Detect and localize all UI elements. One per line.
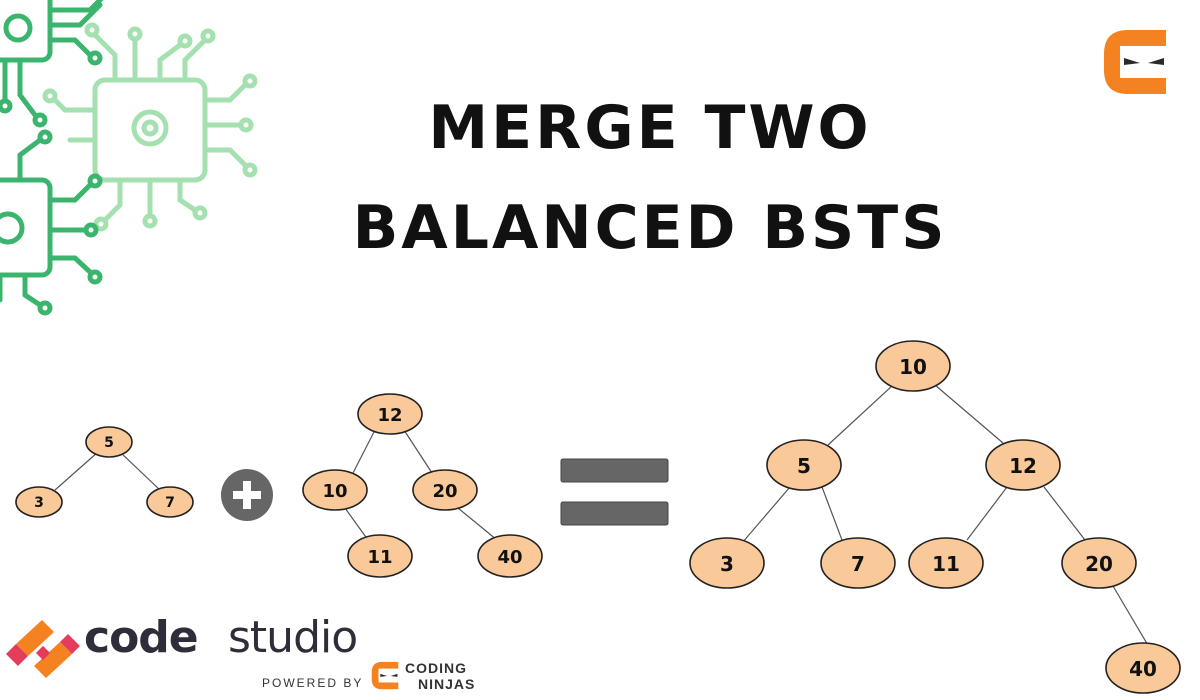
coding-ninjas-small-logo bbox=[371, 661, 399, 690]
tree-1: 5 3 7 bbox=[15, 426, 194, 518]
tree2-node-left: 10 bbox=[302, 469, 368, 511]
svg-text:20: 20 bbox=[432, 481, 457, 502]
svg-text:12: 12 bbox=[377, 405, 402, 426]
title-line-2: BALANCED BSTS bbox=[352, 193, 948, 263]
coding-ninjas-text-2: NINJAS bbox=[418, 676, 476, 692]
svg-text:7: 7 bbox=[851, 552, 865, 576]
merged-node-right-right-right: 40 bbox=[1105, 642, 1181, 694]
brand-code-text: code bbox=[84, 612, 199, 663]
svg-text:12: 12 bbox=[1009, 454, 1037, 478]
tree1-node-root: 5 bbox=[85, 426, 133, 458]
powered-by-text: POWERED BY bbox=[262, 676, 364, 690]
svg-text:11: 11 bbox=[367, 547, 392, 568]
tree2-node-left-right: 11 bbox=[347, 534, 413, 578]
codestudio-logo-icon bbox=[6, 620, 80, 678]
svg-text:10: 10 bbox=[322, 481, 347, 502]
plus-icon bbox=[221, 469, 273, 521]
svg-text:11: 11 bbox=[932, 552, 960, 576]
svg-text:5: 5 bbox=[797, 454, 811, 478]
merged-node-left-right: 7 bbox=[820, 537, 896, 589]
tree1-node-left: 3 bbox=[15, 486, 63, 518]
svg-text:3: 3 bbox=[720, 552, 734, 576]
merged-node-right-right: 20 bbox=[1061, 537, 1137, 589]
coding-ninjas-logo bbox=[1104, 30, 1166, 94]
equals-icon bbox=[560, 458, 669, 526]
tree2-node-root: 12 bbox=[357, 393, 423, 435]
merged-tree: 10 5 12 3 7 11 20 40 bbox=[689, 340, 1181, 694]
tree-2: 12 10 20 11 40 bbox=[302, 393, 543, 578]
tree2-node-right-right: 40 bbox=[477, 534, 543, 578]
merged-node-left: 5 bbox=[766, 439, 842, 491]
svg-text:5: 5 bbox=[104, 435, 114, 451]
tree2-node-right: 20 bbox=[412, 469, 478, 511]
merged-node-root: 10 bbox=[875, 340, 951, 392]
svg-text:10: 10 bbox=[899, 355, 927, 379]
svg-text:40: 40 bbox=[497, 547, 522, 568]
svg-text:3: 3 bbox=[34, 495, 44, 511]
title-line-1: MERGE TWO bbox=[428, 93, 872, 163]
circuit-decoration bbox=[0, 0, 258, 316]
coding-ninjas-text-1: CODING bbox=[405, 660, 467, 676]
tree1-node-right: 7 bbox=[146, 486, 194, 518]
svg-text:7: 7 bbox=[165, 495, 175, 511]
svg-text:20: 20 bbox=[1085, 552, 1113, 576]
merged-node-right-left: 11 bbox=[908, 537, 984, 589]
merged-node-left-left: 3 bbox=[689, 537, 765, 589]
merged-node-right: 12 bbox=[985, 439, 1061, 491]
brand-studio-text: studio bbox=[228, 612, 358, 663]
svg-text:40: 40 bbox=[1129, 657, 1157, 681]
